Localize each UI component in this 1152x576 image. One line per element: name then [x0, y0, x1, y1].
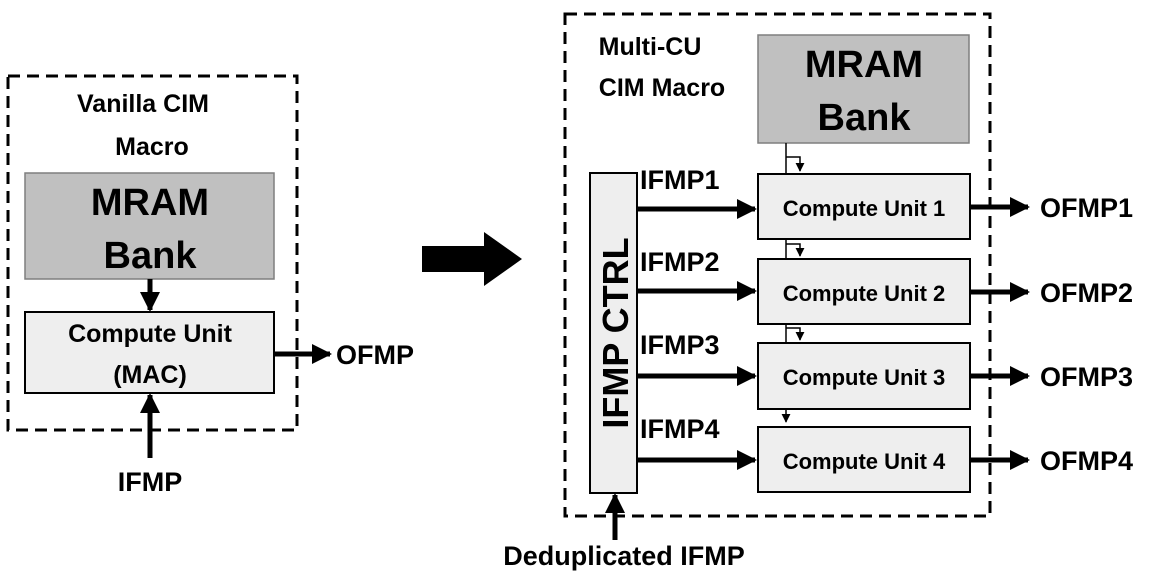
ofmp-label-1: OFMP1: [1040, 193, 1133, 223]
left-macro-title-line2: Macro: [115, 133, 189, 161]
bank-tap-unit2: [786, 243, 805, 257]
ifmp-label-4: IFMP4: [640, 414, 720, 444]
bank-tap-unit1: [786, 156, 805, 172]
compute-unit-1: [757, 173, 971, 240]
left-output-label: OFMP: [336, 340, 414, 370]
compute-unit-1-label: Compute Unit 1: [783, 196, 946, 221]
left-mram-bank-line1: MRAM: [91, 182, 209, 224]
right-mram-bank: [757, 34, 970, 144]
ofmp-label-3: OFMP3: [1040, 362, 1133, 392]
bank-tap-unit3: [786, 327, 805, 341]
left-mram-bank: [24, 172, 275, 280]
left-mram-bank-line2: Bank: [104, 235, 198, 277]
compute-unit-2-label: Compute Unit 2: [783, 281, 946, 306]
right-macro-title-line1: Multi-CU: [599, 33, 702, 61]
right-mram-bank-line1: MRAM: [805, 44, 923, 86]
compute-unit-4-label: Compute Unit 4: [783, 449, 946, 474]
ofmp-label-2: OFMP2: [1040, 278, 1133, 308]
compute-unit-4: [757, 426, 971, 493]
ifmp-ctrl-label: IFMP CTRL: [595, 237, 636, 428]
compute-unit-3-label: Compute Unit 3: [783, 365, 946, 390]
compute-unit-2: [757, 258, 971, 325]
ifmp-label-2: IFMP2: [640, 247, 720, 277]
left-macro-title-line1: Vanilla CIM: [77, 90, 209, 118]
right-macro-title-line2: CIM Macro: [599, 74, 725, 102]
left-input-label: IFMP: [118, 467, 183, 497]
transition-arrow: [422, 232, 522, 286]
compute-unit-3: [757, 342, 971, 410]
left-compute-unit-line2: (MAC): [113, 361, 187, 389]
left-compute-unit-line1: Compute Unit: [68, 320, 233, 348]
right-mram-bank-line2: Bank: [818, 97, 912, 139]
right-input-label: Deduplicated IFMP: [503, 541, 745, 571]
ifmp-ctrl-block: [589, 172, 638, 494]
ifmp-label-1: IFMP1: [640, 165, 720, 195]
ofmp-label-4: OFMP4: [1040, 446, 1133, 476]
right-macro-border: [563, 12, 992, 518]
ifmp-label-3: IFMP3: [640, 330, 720, 360]
